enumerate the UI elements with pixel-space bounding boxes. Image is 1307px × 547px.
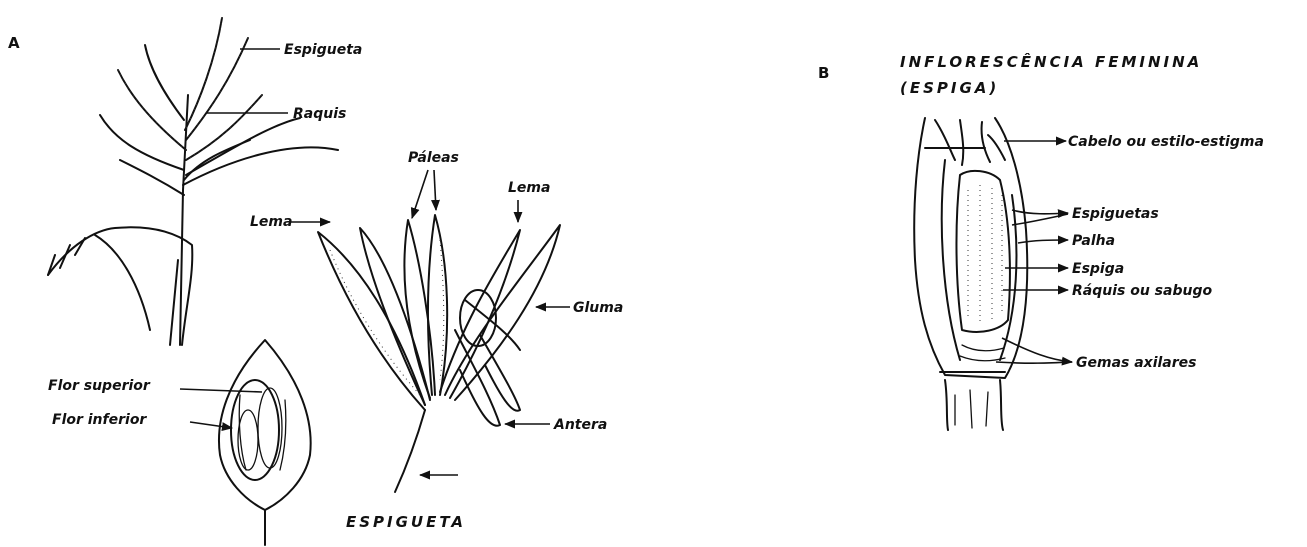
lema-right-label: Lema bbox=[508, 180, 550, 196]
flor-superior-leader bbox=[180, 389, 262, 392]
flor-inferior-label: Flor inferior bbox=[52, 412, 147, 428]
paleas-arrow-right bbox=[434, 170, 436, 210]
panel-b-title-line1: INFLORESCÊNCIA FEMININA bbox=[900, 52, 1202, 71]
espigueta-label: Espigueta bbox=[284, 42, 362, 58]
raquis-label: Raquis bbox=[293, 106, 346, 122]
panel-b-title-line2: (ESPIGA) bbox=[900, 79, 999, 97]
espiguetas-arrow-2 bbox=[1012, 214, 1068, 225]
paleas-label: Páleas bbox=[408, 150, 459, 166]
gluma-label: Gluma bbox=[573, 300, 623, 316]
palha-arrow bbox=[1018, 240, 1068, 243]
lema-left-label: Lema bbox=[250, 214, 292, 230]
raquis-sabugo-label: Ráquis ou sabugo bbox=[1072, 283, 1212, 299]
spikelet-drawing bbox=[318, 215, 560, 492]
paleas-arrow-left bbox=[412, 170, 428, 218]
espiga-label: Espiga bbox=[1072, 261, 1124, 277]
flor-superior-label: Flor superior bbox=[48, 378, 151, 394]
flor-inferior-arrow bbox=[190, 422, 232, 428]
antera-label: Antera bbox=[553, 417, 607, 433]
espiguetas-arrow-1 bbox=[1012, 210, 1068, 214]
cabelo-label: Cabelo ou estilo-estigma bbox=[1068, 134, 1264, 150]
espigueta-caption: ESPIGUETA bbox=[346, 513, 466, 531]
panel-b-letter: B bbox=[818, 64, 829, 82]
ear-drawing bbox=[914, 118, 1027, 430]
gemas-arrow-2 bbox=[996, 362, 1072, 363]
gemas-arrow-1 bbox=[1002, 338, 1072, 362]
gemas-label: Gemas axilares bbox=[1076, 355, 1196, 371]
espiguetas-label: Espiguetas bbox=[1072, 206, 1159, 222]
palha-label: Palha bbox=[1072, 233, 1115, 249]
panel-a-letter: A bbox=[8, 34, 20, 52]
tassel-drawing bbox=[48, 18, 338, 345]
flower-section-drawing bbox=[219, 340, 311, 545]
